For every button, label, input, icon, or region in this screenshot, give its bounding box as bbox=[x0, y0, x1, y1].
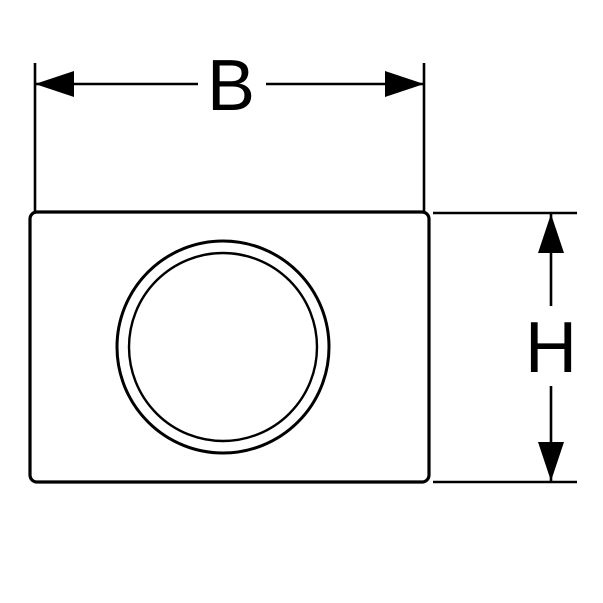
arrow-b-left-icon bbox=[35, 71, 74, 97]
height-dimension-label: H bbox=[525, 308, 577, 388]
arrow-h-up-icon bbox=[538, 214, 564, 253]
arrow-h-down-icon bbox=[538, 442, 564, 481]
arrow-b-right-icon bbox=[385, 71, 424, 97]
label-h-background bbox=[522, 306, 580, 386]
arrow-group bbox=[35, 71, 564, 481]
label-b-background bbox=[198, 46, 266, 122]
button-ring-outer bbox=[115, 239, 331, 455]
plate-outline bbox=[28, 210, 431, 484]
stroke-group bbox=[28, 63, 577, 484]
button-ring-inner bbox=[127, 251, 319, 443]
width-dimension-label: B bbox=[207, 46, 255, 126]
